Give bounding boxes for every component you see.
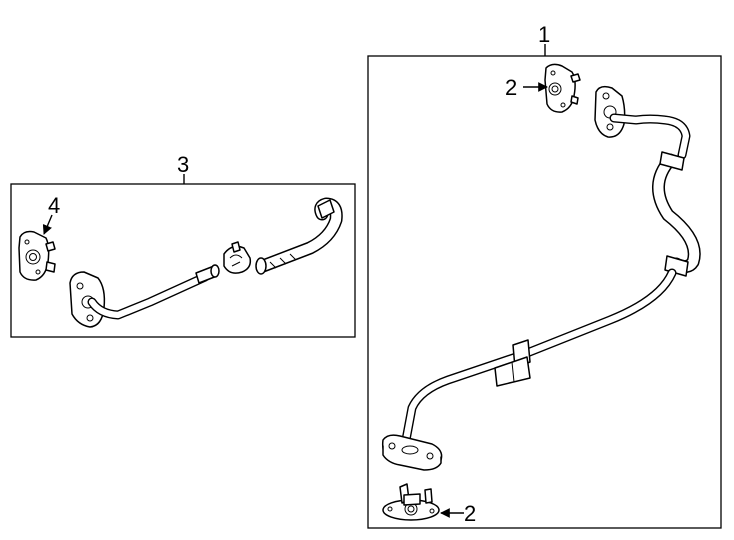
gasket-4	[18, 230, 56, 281]
tube-bracket	[494, 339, 531, 387]
callout-2-bottom-label: 2	[464, 501, 476, 526]
kit-flange	[69, 271, 106, 328]
upper-flange	[594, 85, 626, 138]
callout-3-label: 3	[177, 152, 189, 177]
callout-2-top-label: 2	[505, 75, 517, 100]
kit-clamp	[223, 241, 252, 274]
gasket-bottom	[382, 483, 440, 521]
assembly-1-group: 1 2	[367, 22, 722, 529]
gasket-top	[544, 63, 581, 113]
callout-4-label: 4	[48, 193, 60, 218]
callout-4-arrow	[42, 214, 53, 235]
kit-3-group: 3 4	[10, 152, 356, 338]
lower-flange	[381, 434, 443, 471]
kit-tube-fitting	[195, 264, 220, 284]
callout-1-label: 1	[538, 22, 550, 47]
kit-3-frame	[10, 183, 356, 338]
